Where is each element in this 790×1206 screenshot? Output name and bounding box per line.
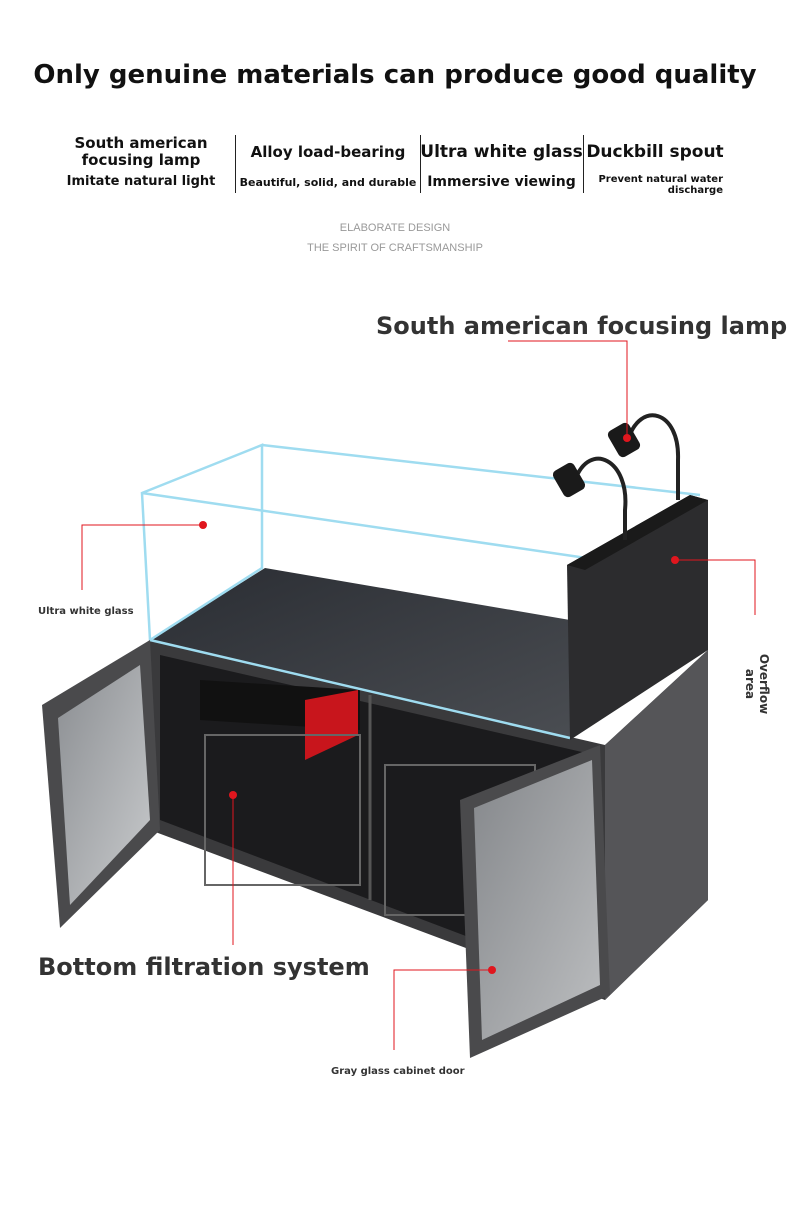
caption-line1: ELABORATE DESIGN [339,222,451,234]
feature-heading: Duckbill spout [586,141,724,162]
red-light [305,690,358,760]
feature-lamp: South american focusing lamp Imitate nat… [62,134,220,190]
feature-sub: Imitate natural light [66,174,216,189]
feature-heading: Ultra white glass [420,141,583,162]
feature-sub: Prevent natural water discharge [598,174,723,196]
callout-overflow: Overflow area [743,653,771,715]
page-title: Only genuine materials can produce good … [33,60,757,90]
tank-bottom [150,568,570,738]
feature-sub: Immersive viewing [427,174,576,190]
glass-tank [140,443,701,740]
feature-glass: Ultra white glass Immersive viewing [420,134,583,190]
feature-alloy: Alloy load-bearing Beautiful, solid, and… [238,134,418,189]
divider [583,135,584,193]
callout-glass: Ultra white glass [38,606,134,617]
caption-line2: THE SPIRIT OF CRAFTSMANSHIP [307,242,483,254]
feature-spout: Duckbill spout Prevent natural water dis… [585,134,725,196]
callout-filtration: Bottom filtration system [38,953,370,981]
cabinet-side [605,650,708,1000]
feature-sub: Beautiful, solid, and durable [239,176,417,189]
lamp-head [552,462,586,498]
feature-heading: Alloy load-bearing [250,142,406,161]
feature-heading: South american focusing lamp [74,134,208,169]
callout-dots [199,434,679,974]
callout-lamp: South american focusing lamp [376,312,788,340]
divider [420,135,421,193]
callout-door: Gray glass cabinet door [331,1066,465,1077]
divider [235,135,236,193]
